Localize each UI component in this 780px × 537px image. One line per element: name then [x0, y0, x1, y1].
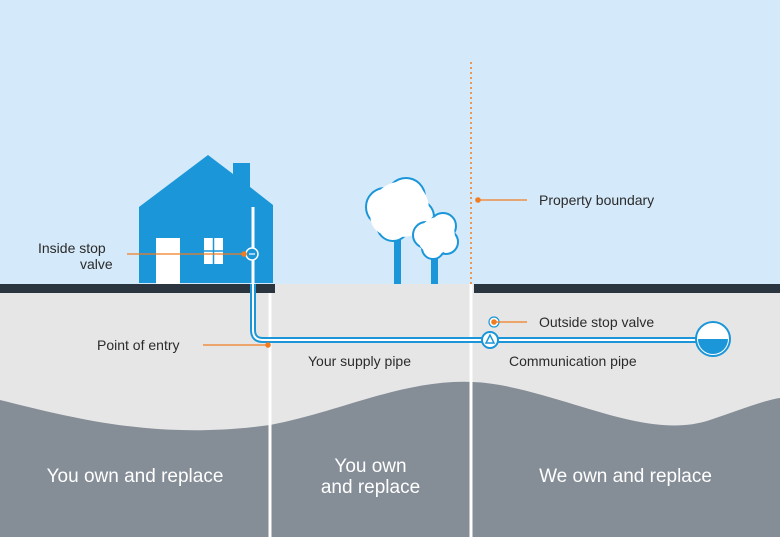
supply-pipe — [250, 284, 705, 343]
zone-middle-label-line2: and replace — [320, 477, 421, 498]
label-communication-pipe: Communication pipe — [509, 353, 637, 369]
leader-lines — [127, 197, 527, 348]
label-inside-stop-valve-line2: valve — [80, 256, 113, 272]
house-door — [156, 238, 180, 284]
underground-wave — [0, 381, 780, 537]
surface-bar-left — [0, 284, 275, 293]
label-inside-stop-valve-line1: Inside stop — [38, 240, 106, 256]
label-outside-stop-valve: Outside stop valve — [539, 314, 655, 330]
surface-bar-right — [474, 284, 780, 293]
label-your-supply-pipe: Your supply pipe — [308, 353, 412, 369]
sky — [0, 0, 780, 290]
zone-middle-label-line1: You own — [334, 456, 407, 477]
water-main-icon — [695, 321, 731, 357]
tree-large — [365, 177, 435, 284]
tree-large-trunk — [394, 232, 401, 284]
zone-left-label: You own and replace — [46, 466, 224, 487]
zone-right-label: We own and replace — [539, 466, 712, 487]
tree-small — [412, 212, 459, 284]
label-property-boundary: Property boundary — [539, 192, 655, 208]
house — [139, 155, 273, 284]
label-point-of-entry: Point of entry — [97, 337, 180, 353]
tree-small-trunk — [431, 250, 438, 284]
outside-stop-valve-icon — [481, 331, 499, 349]
